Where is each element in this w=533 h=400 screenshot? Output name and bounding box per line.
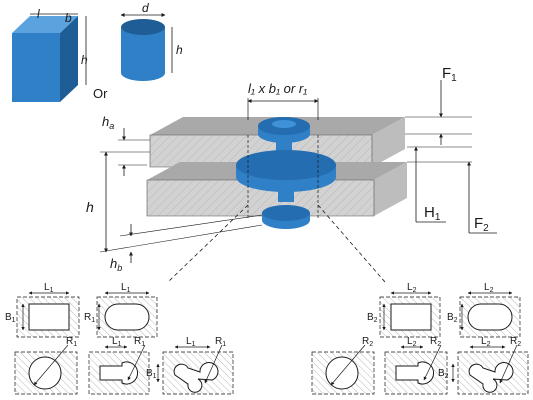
or-label: Or <box>93 86 108 101</box>
f1-label: F1 <box>442 65 457 84</box>
prism-l-label: l <box>37 7 40 21</box>
section-right-rect: L2 B2 <box>367 282 441 338</box>
cylinder-h-label: h <box>176 43 183 57</box>
prism-h-label: h <box>81 53 88 67</box>
right-keyhole-L-label: L2 <box>407 336 417 348</box>
prism-side <box>60 16 78 102</box>
right-rect-L-label: L2 <box>407 282 417 294</box>
forged-part <box>236 117 336 229</box>
cylinder-d-label: d <box>142 1 149 15</box>
right-rect-B-label: B2 <box>367 312 378 324</box>
left-circle-R-label: R1 <box>66 336 77 348</box>
cylinder-top <box>121 19 165 35</box>
hb-label: hb <box>110 256 122 273</box>
prism-front <box>12 33 60 102</box>
section-right-complex: L2 R2 B2 <box>438 336 529 395</box>
right-keyhole-R-label: R2 <box>430 336 441 348</box>
left-complex-L-label: L1 <box>186 336 196 348</box>
left-complex-R-label: R1 <box>215 336 226 348</box>
prism-stock: l b h <box>12 7 88 102</box>
right-oval-B-label: B2 <box>447 312 458 324</box>
right-complex-L-label: L2 <box>481 336 491 348</box>
section-left-rect: L1 B1 <box>5 282 80 338</box>
section-right-oval: L2 B2 <box>447 282 521 338</box>
right-oval-L-label: L2 <box>484 282 494 294</box>
prism-top <box>12 16 78 33</box>
section-right-keyhole: L2 R2 <box>384 336 448 395</box>
left-oval-L-label: L1 <box>121 282 131 294</box>
section-left-circle: R1 <box>14 336 78 395</box>
left-keyhole-R-label: R1 <box>134 336 145 348</box>
h1-label: H1 <box>424 204 441 223</box>
left-keyhole-L-label: L1 <box>112 336 122 348</box>
section-left-keyhole: L1 R1 B1 <box>88 336 160 395</box>
right-complex-B-label: B2 <box>438 368 449 380</box>
section-dimension-label: l₁ x b₁ or r₁ <box>248 81 307 96</box>
section-left-complex: L1 R1 <box>162 336 234 395</box>
right-complex-R-label: R2 <box>510 336 521 348</box>
lower-die <box>146 162 407 217</box>
right-circle-R-label: R2 <box>362 336 373 348</box>
left-rect-L-label: L1 <box>44 282 54 294</box>
cylinder-stock: d h <box>120 1 183 81</box>
left-keyhole-B-label: B1 <box>146 368 157 380</box>
left-oval-R-label: R1 <box>84 312 95 324</box>
ha-label: ha <box>102 114 114 131</box>
f2-label: F2 <box>474 215 489 234</box>
section-right-circle: R2 <box>311 336 375 395</box>
left-rect-B-label: B1 <box>5 312 16 324</box>
prism-b-label: b <box>65 11 72 25</box>
h-label: h <box>86 199 94 215</box>
section-left-oval: L1 R1 <box>84 282 158 338</box>
